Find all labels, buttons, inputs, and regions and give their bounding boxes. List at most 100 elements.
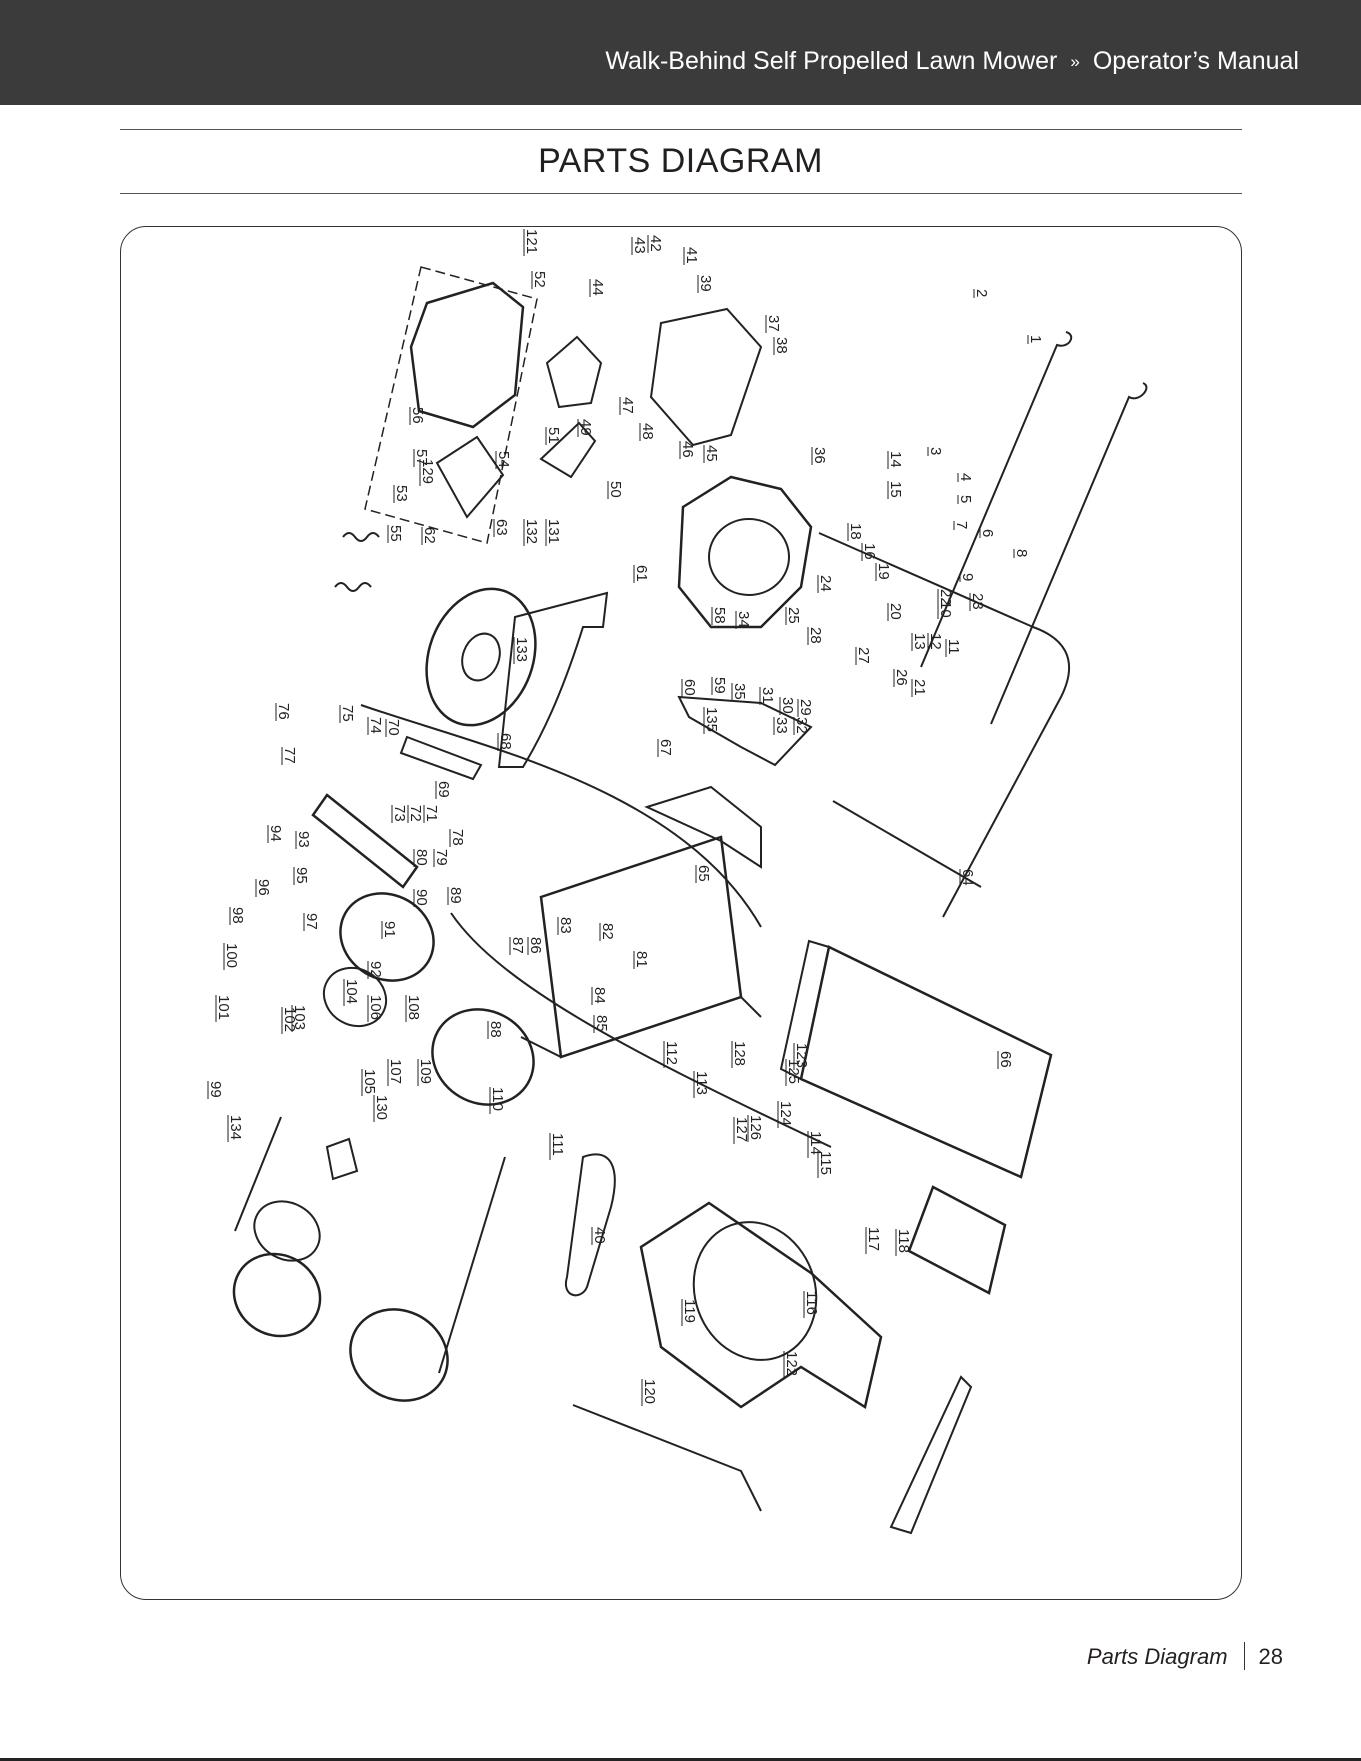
upper-handle-part	[990, 382, 1148, 725]
callout-67: 67	[657, 739, 674, 757]
callout-number: 50	[607, 481, 624, 498]
callout-number: 24	[817, 575, 834, 592]
engine-cover-dashed-box	[364, 266, 538, 544]
lower-handle-part	[818, 532, 1071, 918]
breadcrumb-separator: »	[1070, 52, 1080, 71]
callout-number: 42	[647, 235, 664, 252]
callout-18: 18	[847, 523, 864, 541]
callout-number: 121	[523, 229, 540, 254]
wheel-part-left-front	[232, 1252, 322, 1338]
callout-101: 101	[215, 995, 232, 1022]
callout-23: 23	[969, 593, 986, 611]
callout-number: 21	[911, 679, 928, 696]
callout-56: 56	[409, 407, 426, 425]
callout-number: 59	[711, 677, 728, 694]
callout-79: 79	[433, 849, 450, 867]
callout-131: 131	[545, 519, 562, 546]
callout-number: 91	[381, 921, 398, 938]
callout-84: 84	[591, 987, 608, 1005]
callout-92: 92	[367, 961, 384, 979]
air-filter-part	[435, 435, 505, 519]
callout-number: 68	[497, 733, 514, 750]
callout-number: 117	[865, 1227, 882, 1251]
callout-57: 57	[413, 449, 430, 467]
callout-51: 51	[545, 427, 562, 445]
callout-134: 134	[227, 1115, 244, 1142]
callout-11: 11	[945, 639, 962, 657]
wheel-hub-cover-part	[322, 966, 388, 1028]
callout-number: 6	[979, 529, 996, 537]
product-name: Walk-Behind Self Propelled Lawn Mower	[605, 47, 1058, 75]
callout-number: 55	[387, 525, 404, 542]
callout-number: 90	[413, 889, 430, 906]
callout-number: 27	[855, 647, 872, 664]
callout-number: 108	[405, 995, 422, 1020]
title-rule-top	[120, 129, 1242, 130]
callout-number: 4	[957, 473, 974, 481]
callout-number: 115	[817, 1151, 834, 1175]
callout-98: 98	[229, 907, 246, 925]
callout-90: 90	[413, 889, 430, 907]
callout-number: 75	[339, 705, 356, 722]
callout-44: 44	[589, 279, 606, 297]
callout-54: 54	[495, 451, 512, 469]
callout-number: 74	[367, 717, 384, 734]
callout-number: 19	[875, 563, 892, 580]
page-number: 28	[1258, 1644, 1283, 1669]
callout-number: 51	[545, 427, 562, 444]
callout-number: 54	[495, 451, 512, 468]
callout-number: 28	[807, 627, 824, 644]
header-bar: Walk-Behind Self Propelled Lawn Mower»Op…	[0, 0, 1361, 105]
callout-number: 110	[489, 1087, 506, 1111]
callout-number: 62	[421, 527, 438, 544]
callout-33: 33	[773, 717, 790, 735]
callout-121: 121	[523, 229, 540, 256]
callout-number: 134	[227, 1115, 244, 1140]
callout-number: 9	[959, 573, 976, 581]
rear-guard-part	[564, 1153, 616, 1297]
callout-number: 71	[423, 805, 440, 822]
callout-number: 52	[531, 271, 548, 288]
callout-number: 118	[895, 1229, 912, 1253]
spring-part-55	[334, 582, 372, 592]
transmission-part	[325, 1137, 359, 1181]
fuel-tank-part	[545, 335, 603, 409]
callout-number: 135	[703, 707, 720, 732]
callout-113: 113	[693, 1071, 710, 1098]
callout-105: 105	[361, 1069, 378, 1096]
callout-number: 31	[759, 687, 776, 704]
callout-number: 29	[797, 699, 814, 716]
blade-part	[311, 793, 419, 889]
callout-40: 40	[591, 1227, 608, 1245]
callout-number: 33	[773, 717, 790, 734]
callout-70: 70	[385, 719, 402, 737]
callout-4: 4	[957, 473, 974, 482]
callout-number: 98	[229, 907, 246, 924]
callout-72: 72	[407, 805, 424, 823]
callout-number: 85	[593, 1015, 610, 1032]
callout-number: 125	[785, 1059, 802, 1084]
lower-handle-bar-part	[832, 800, 982, 888]
callout-number: 94	[267, 825, 284, 842]
callout-number: 41	[683, 247, 700, 264]
callout-21: 21	[911, 679, 928, 697]
callout-number: 64	[959, 869, 976, 886]
rear-bracket-part	[677, 695, 813, 767]
callout-5: 5	[957, 495, 974, 504]
callout-38: 38	[773, 337, 790, 355]
callout-116: 116	[803, 1291, 820, 1318]
callout-number: 47	[619, 397, 636, 414]
callout-24: 24	[817, 575, 834, 593]
front-cover-part	[907, 1185, 1007, 1295]
callout-34: 34	[735, 611, 752, 629]
page-bottom-edge	[0, 1758, 1361, 1761]
callout-97: 97	[303, 913, 320, 931]
callout-22: 22	[937, 589, 954, 607]
engine-part	[677, 475, 813, 629]
callout-number: 88	[487, 1021, 504, 1038]
callout-number: 23	[969, 593, 986, 610]
callout-42: 42	[647, 235, 664, 253]
callout-number: 122	[783, 1351, 800, 1376]
callout-number: 112	[663, 1041, 680, 1065]
